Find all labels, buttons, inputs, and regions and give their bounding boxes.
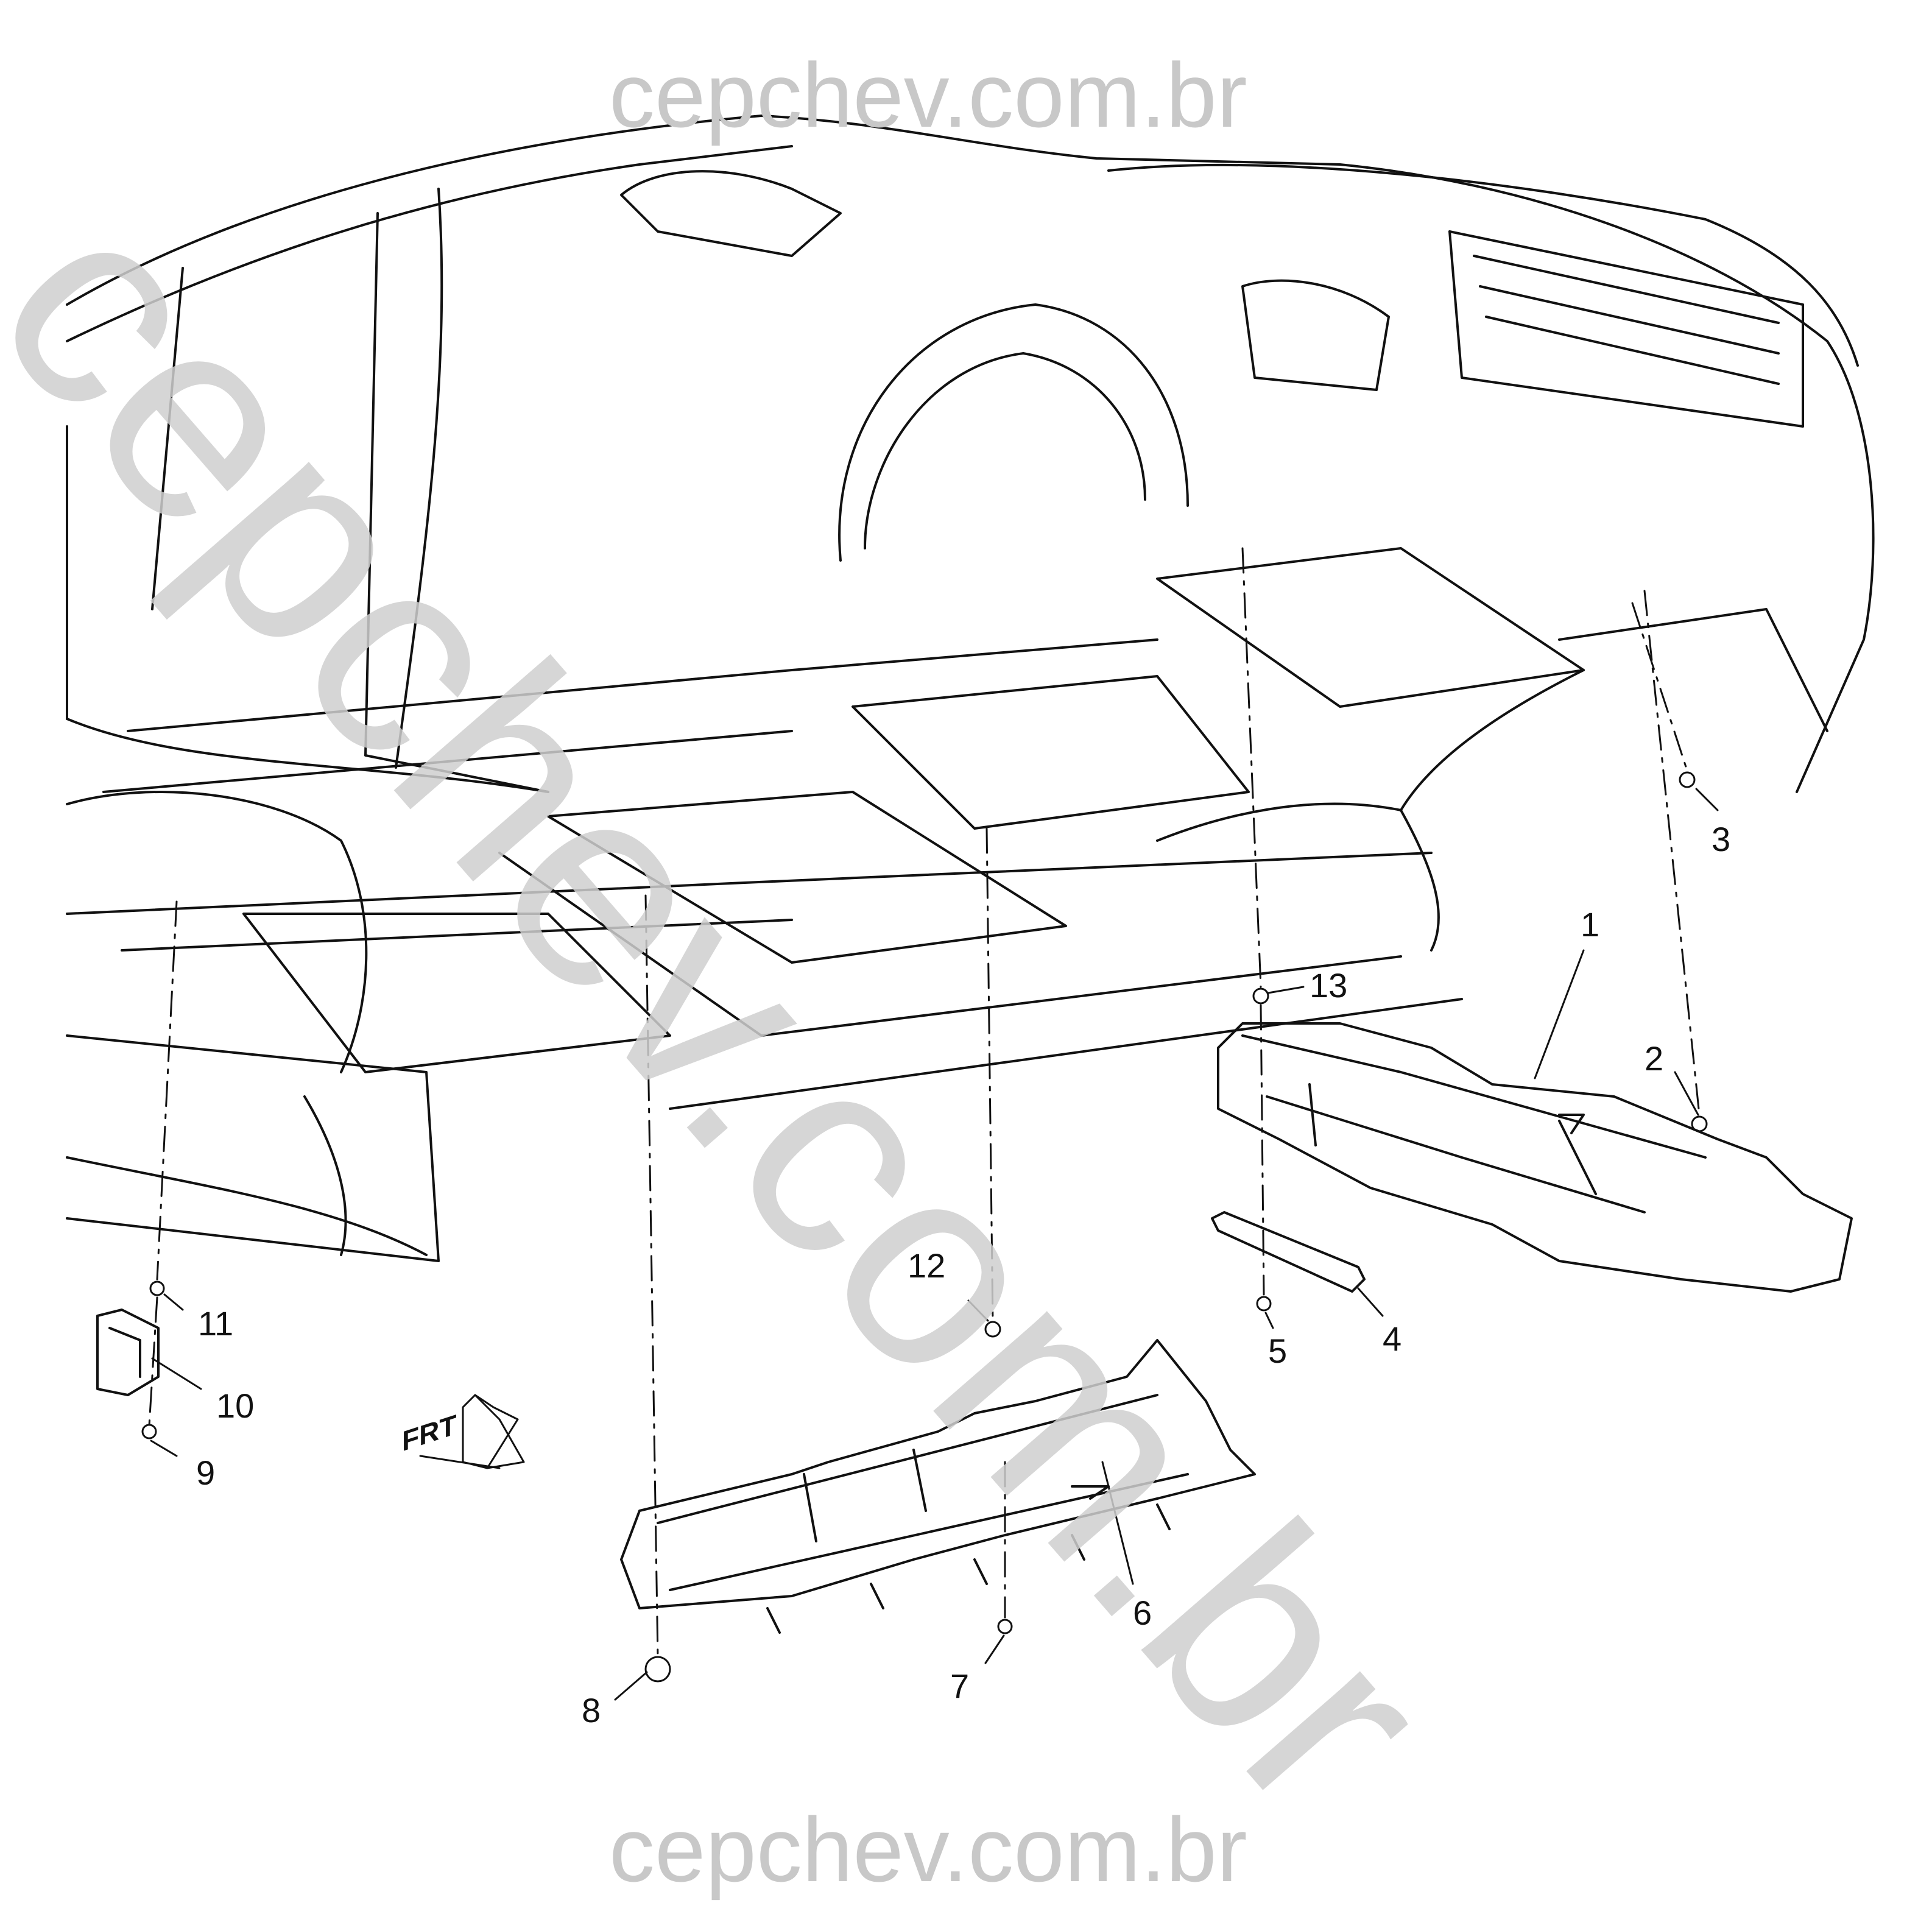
callout-10: 10 bbox=[216, 1386, 255, 1425]
fastener-9 bbox=[141, 1424, 157, 1439]
alignment-lines bbox=[148, 547, 1701, 1658]
fastener-7 bbox=[997, 1619, 1013, 1634]
fastener-8 bbox=[644, 1656, 671, 1683]
vehicle-body bbox=[66, 115, 1875, 1262]
fastener-12 bbox=[984, 1321, 1001, 1338]
watermark-bottom: cepchev.com.br bbox=[609, 1798, 1247, 1901]
callout-2: 2 bbox=[1645, 1039, 1664, 1078]
callout-3: 3 bbox=[1712, 820, 1731, 858]
part-6-center-shield bbox=[620, 1339, 1256, 1634]
fastener-3 bbox=[1679, 771, 1696, 788]
callout-8: 8 bbox=[582, 1691, 601, 1729]
part-1-front-shield bbox=[1217, 1022, 1853, 1293]
fastener-2 bbox=[1691, 1115, 1708, 1132]
leader-lines bbox=[150, 788, 1719, 1701]
watermark-top: cepchev.com.br bbox=[609, 44, 1247, 146]
fastener-5 bbox=[1256, 1296, 1272, 1312]
frt-arrow-icon bbox=[419, 1394, 525, 1469]
callout-4: 4 bbox=[1383, 1319, 1402, 1358]
part-10-bracket bbox=[96, 1309, 160, 1396]
callout-12: 12 bbox=[908, 1246, 946, 1285]
callout-11: 11 bbox=[198, 1304, 234, 1343]
callout-9: 9 bbox=[196, 1453, 216, 1492]
fastener-13 bbox=[1252, 987, 1269, 1005]
callout-1: 1 bbox=[1581, 905, 1600, 944]
part-4-seal-strip bbox=[1211, 1211, 1366, 1293]
fasteners bbox=[141, 771, 1708, 1683]
callout-6: 6 bbox=[1133, 1594, 1152, 1632]
fastener-11 bbox=[149, 1280, 165, 1296]
callout-5: 5 bbox=[1268, 1332, 1288, 1370]
callout-7: 7 bbox=[950, 1667, 970, 1705]
callout-13: 13 bbox=[1310, 966, 1348, 1005]
